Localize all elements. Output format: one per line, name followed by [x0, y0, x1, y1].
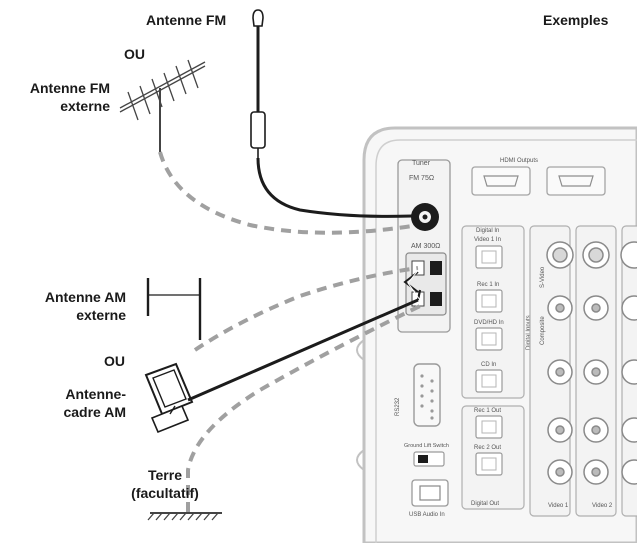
video-2-label: Video 2 — [592, 503, 613, 509]
video-1-in-label: Video 1 In — [474, 237, 501, 243]
rs232-port — [413, 363, 441, 427]
hdmi-output-2 — [546, 166, 606, 196]
rec-1-in-label: Rec 1 In — [477, 282, 499, 288]
rca-jacks — [547, 295, 637, 485]
examples-label: Exemples — [543, 12, 609, 28]
cd-in-label: CD In — [481, 362, 496, 368]
rec-2-out-label: Rec 2 Out — [474, 445, 501, 451]
rec-1-out-label: Rec 1 Out — [474, 408, 501, 414]
fm-antenna-wire — [250, 9, 413, 218]
am-external-label-line1: Antenne AM — [44, 289, 126, 305]
hdmi-outputs-label: HDMI Outputs — [500, 158, 538, 164]
am-loop-label-line2: cadre AM — [63, 404, 126, 420]
usb-label: USB Audio In — [409, 512, 445, 518]
optical-jack-video1 — [475, 245, 503, 269]
or-label-2: OU — [104, 353, 125, 369]
ground-label-line2: (facultatif) — [131, 485, 199, 501]
am-external-label-line2: externe — [76, 307, 126, 323]
svideo-jacks — [546, 241, 637, 269]
video-1-label: Video 1 — [548, 503, 569, 509]
composite-label: Composite — [540, 316, 546, 345]
am-loop-cable — [187, 298, 419, 402]
fm-cable — [256, 157, 413, 218]
dvd-in-label: DVD/HD In — [474, 320, 504, 326]
usb-port — [411, 479, 449, 507]
fm-antenna-label: Antenne FM — [146, 12, 227, 28]
fm-external-label-line2: externe — [60, 98, 110, 114]
am-loop-label-line1: Antenne- — [65, 386, 126, 402]
optical-jack-rec1 — [475, 289, 503, 313]
fm-external-cable-dashed — [158, 151, 413, 235]
tuner-label: Tuner — [412, 160, 431, 167]
ground-lift-label: Ground Lift Switch — [404, 443, 449, 449]
coax-jack-cd — [475, 369, 503, 393]
digital-out-label: Digital Out — [471, 501, 499, 507]
am-loop-antenna — [144, 362, 194, 434]
svideo-label: S-Video — [540, 266, 546, 288]
receiver-rear-panel: Tuner FM 75Ω AM 300Ω HDMI Outputs Digita… — [356, 126, 637, 543]
ground-cable-dashed — [186, 304, 421, 512]
ground-label-line1: Terre — [148, 467, 182, 483]
ground-symbol — [147, 512, 222, 521]
am-external-cable-dashed — [193, 266, 419, 352]
fm-external-antenna — [119, 59, 206, 152]
fm-external-label-line1: Antenne FM — [29, 80, 110, 96]
fm-75-label: FM 75Ω — [409, 175, 434, 182]
am-external-antenna — [146, 278, 202, 340]
digital-in-label: Digital In — [476, 228, 499, 234]
am-300-label: AM 300Ω — [411, 243, 440, 250]
coax-jack-dvd — [475, 327, 503, 351]
hdmi-output-1 — [471, 166, 531, 196]
rs232-label: RS232 — [395, 397, 401, 416]
or-label-1: OU — [124, 46, 145, 62]
digital-inputs-vertical-label: Digital Inputs — [526, 315, 532, 350]
